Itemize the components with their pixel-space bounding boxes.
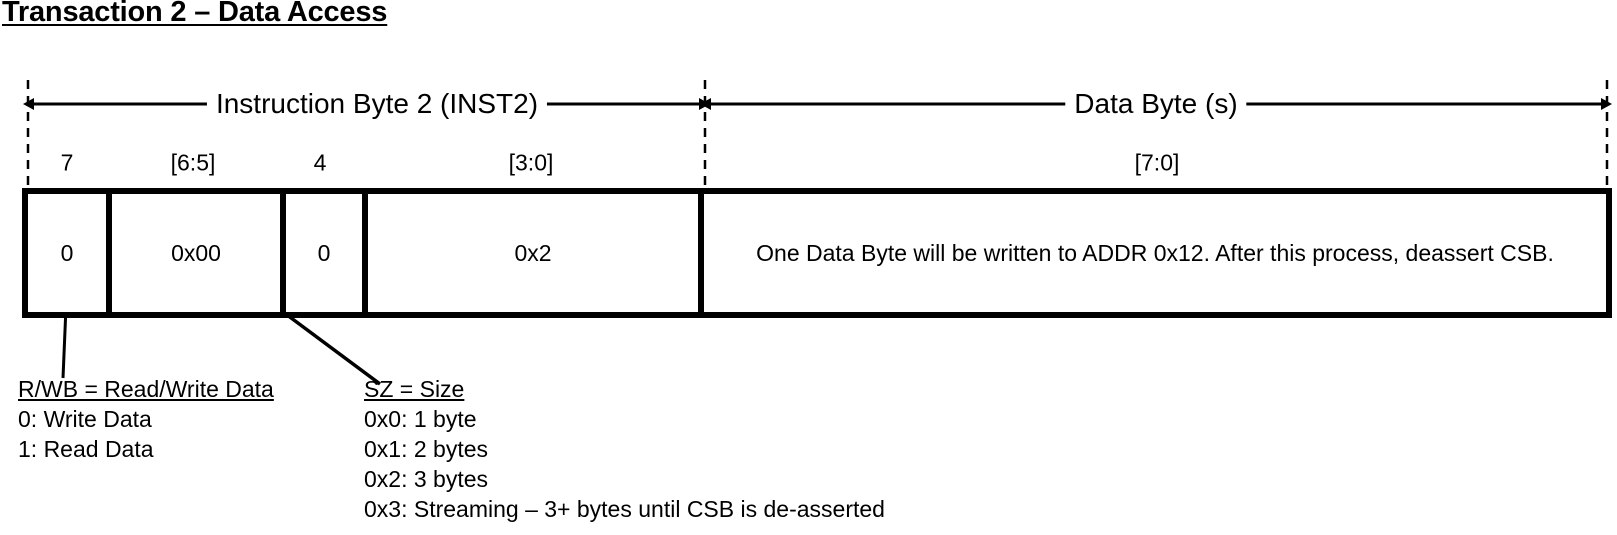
- legend-rwb-heading: R/WB = Read/Write Data: [18, 376, 274, 402]
- bit-label-7: 7: [60, 149, 74, 176]
- frame-table: 0 0x00 0 0x2 One Data Byte will be writt…: [22, 188, 1612, 318]
- legend-sz-heading: SZ = Size: [364, 376, 465, 402]
- legend-rwb-line-0: 0: Write Data: [18, 406, 152, 432]
- legend-rwb-line-1: 1: Read Data: [18, 436, 154, 462]
- frame-cell-bit4: 0: [286, 194, 368, 312]
- frame-cell-data-description: One Data Byte will be written to ADDR 0x…: [704, 194, 1606, 312]
- bit-label-4: 4: [313, 149, 327, 176]
- legend-sz-line-0: 0x0: 1 byte: [364, 406, 477, 432]
- page-title: Transaction 2 – Data Access: [2, 0, 388, 28]
- bit-label-3-0: [3:0]: [508, 149, 554, 176]
- legend-sz-line-1: 0x1: 2 bytes: [364, 436, 489, 462]
- legend-sz-line-2: 0x2: 3 bytes: [364, 466, 489, 492]
- span-label-instruction-byte-2: Instruction Byte 2 (INST2): [206, 90, 548, 118]
- legend-rwb: R/WB = Read/Write Data 0: Write Data 1: …: [18, 374, 274, 464]
- legend-sz-line-3: 0x3: Streaming – 3+ bytes until CSB is d…: [364, 496, 885, 522]
- bit-label-6-5: [6:5]: [170, 149, 216, 176]
- frame-cell-rwb: 0: [28, 194, 112, 312]
- frame-cell-reserved: 0x00: [112, 194, 286, 312]
- bit-label-7-0: [7:0]: [1134, 149, 1180, 176]
- frame-cell-size: 0x2: [368, 194, 704, 312]
- span-label-data-byte: Data Byte (s): [1065, 90, 1247, 118]
- legend-sz: SZ = Size 0x0: 1 byte 0x1: 2 bytes 0x2: …: [364, 374, 885, 524]
